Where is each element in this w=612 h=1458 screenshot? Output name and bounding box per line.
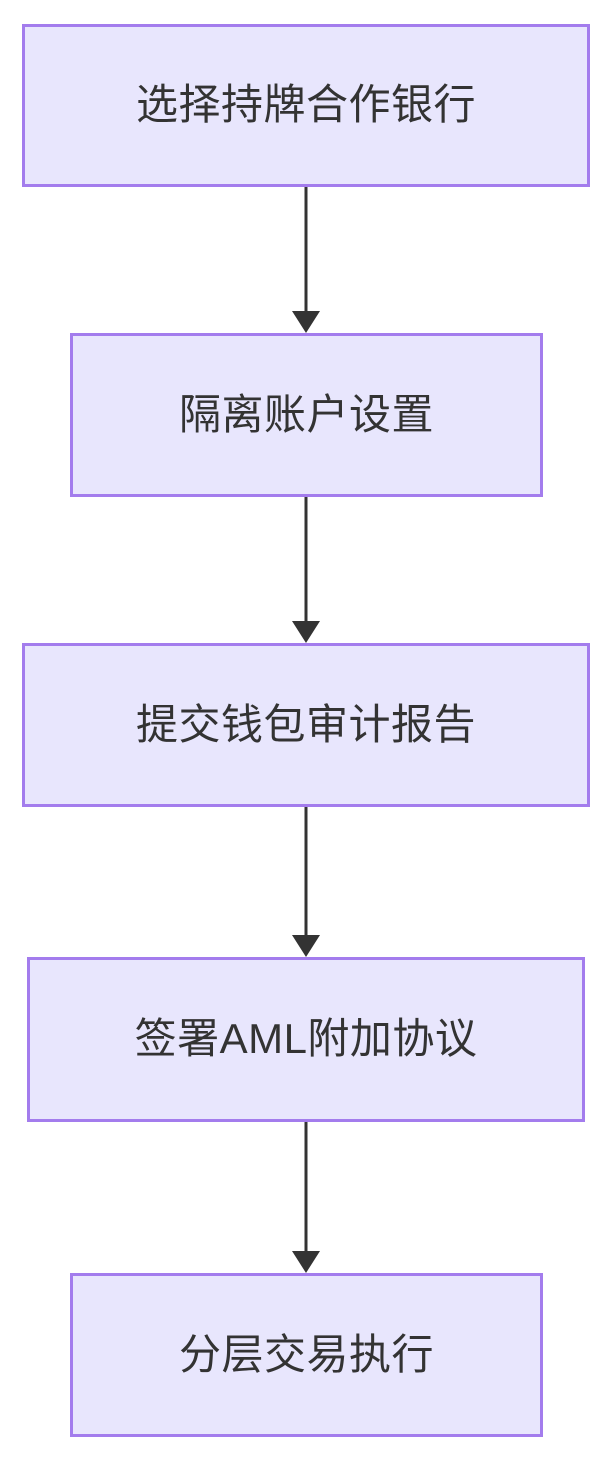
edge-node2-node3 <box>292 497 320 643</box>
flow-node-label: 签署AML附加协议 <box>134 1015 478 1063</box>
flow-node-label: 隔离账户设置 <box>178 390 434 438</box>
edge-node4-node5 <box>292 1122 320 1273</box>
edge-node3-node4 <box>292 807 320 957</box>
flow-node-label: 选择持牌合作银行 <box>135 81 476 129</box>
flow-node-label: 分层交易执行 <box>178 1330 434 1378</box>
edge-node1-node2 <box>292 187 320 333</box>
flow-node-submit-wallet-audit-report[interactable]: 提交钱包审计报告 <box>22 643 590 807</box>
flow-node-label: 提交钱包审计报告 <box>135 700 476 748</box>
flow-node-sign-aml-addendum[interactable]: 签署AML附加协议 <box>27 957 585 1122</box>
flow-node-tiered-transaction-execution[interactable]: 分层交易执行 <box>70 1273 543 1437</box>
flow-node-select-licensed-partner-bank[interactable]: 选择持牌合作银行 <box>22 24 590 187</box>
flow-node-isolated-account-setup[interactable]: 隔离账户设置 <box>70 333 543 497</box>
